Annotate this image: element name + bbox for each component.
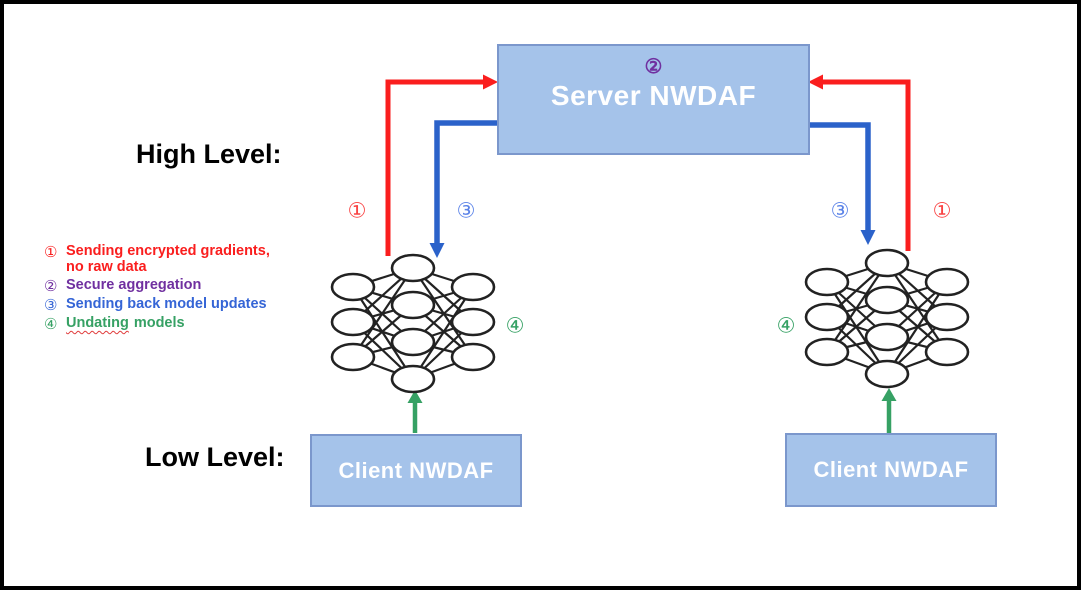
client-nwdaf-box-right: Client NWDAF [785, 433, 997, 507]
legend: ① Sending encrypted gradients, no raw da… [44, 243, 314, 335]
right-red-arrowhead-icon [808, 74, 823, 90]
step-2-badge: ② [644, 56, 663, 78]
left-blue-update-arrow [434, 120, 497, 244]
step-1-marker-left: ① [347, 199, 367, 223]
legend-num-1: ① [44, 243, 58, 261]
step-3-marker-right: ③ [830, 199, 850, 223]
high-level-heading: High Level: [136, 139, 282, 169]
server-nwdaf-box: ② Server NWDAF [497, 44, 810, 155]
step-4-marker-right: ④ [776, 314, 796, 338]
legend-text-3: Sending back model updates [66, 296, 267, 312]
legend-item-2: ② Secure aggregation [44, 277, 314, 295]
legend-num-2: ② [44, 277, 58, 295]
misspelled-word: Undating [66, 315, 129, 331]
legend-num-3: ③ [44, 296, 58, 314]
neural-network-left-icon [330, 253, 496, 394]
right-green-arrowhead-icon [881, 388, 897, 401]
client-nwdaf-label-left: Client NWDAF [338, 457, 494, 483]
legend-num-4: ④ [44, 315, 58, 333]
step-4-marker-left: ④ [505, 314, 525, 338]
left-green-arrowhead-icon [407, 390, 423, 403]
left-red-gradient-arrow [385, 79, 483, 256]
low-level-heading: Low Level: [145, 442, 285, 472]
left-blue-arrowhead-icon [429, 243, 445, 258]
right-red-gradient-arrow [823, 79, 911, 251]
left-red-arrowhead-icon [483, 74, 498, 90]
legend-text-2: Secure aggregation [66, 277, 202, 293]
right-blue-update-arrow [810, 122, 871, 231]
legend-item-1: ① Sending encrypted gradients, no raw da… [44, 243, 314, 275]
legend-text-4-rest: models [133, 315, 185, 331]
client-nwdaf-label-right: Client NWDAF [813, 457, 969, 482]
legend-item-3: ③ Sending back model updates [44, 296, 314, 314]
server-nwdaf-label: Server NWDAF [550, 80, 757, 111]
client-nwdaf-box-left: Client NWDAF [310, 434, 522, 507]
legend-text-1: Sending encrypted gradients, no raw data [66, 243, 270, 275]
step-3-marker-left: ③ [456, 199, 476, 223]
right-blue-arrowhead-icon [860, 230, 876, 245]
step-1-marker-right: ① [932, 199, 952, 223]
neural-network-right-icon [804, 248, 970, 389]
